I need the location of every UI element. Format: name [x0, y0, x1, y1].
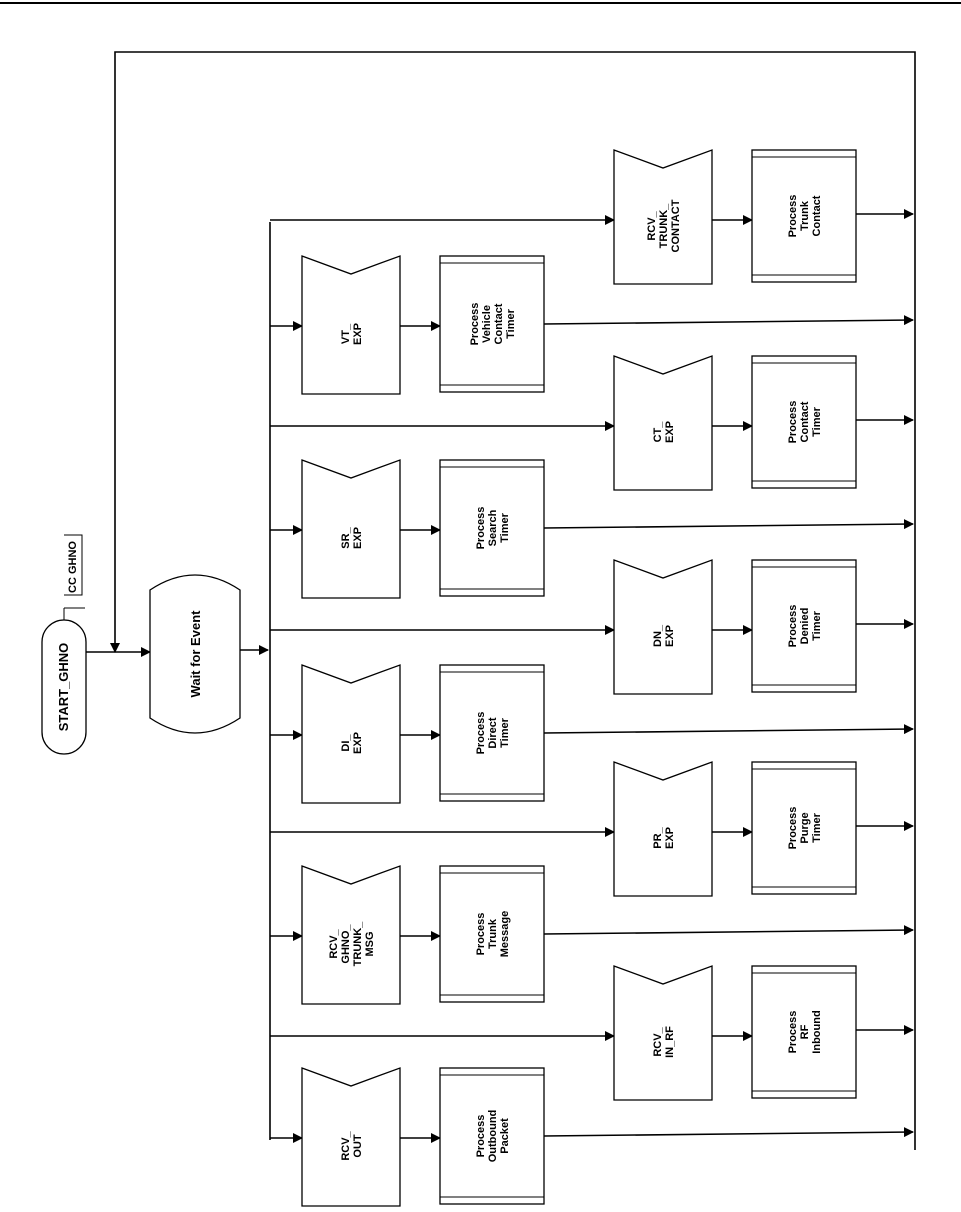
wait-label: Wait for Event [188, 610, 203, 698]
event-col2-3-label: PR_EXP [652, 826, 676, 849]
event-col1-1-label: SR_EXP [340, 526, 364, 549]
process-col2-0: ProcessTrunkContact [751, 149, 857, 283]
annotation-note: CC GHNO [63, 534, 85, 620]
process-col1-3-label: ProcessTrunkMessage [475, 911, 511, 957]
event-col2-1-label: CT_EXP [652, 421, 676, 443]
process-col1-3: ProcessTrunkMessage [439, 865, 545, 1003]
process-col1-0-label: ProcessVehicleContactTimer [469, 303, 517, 346]
event-col1-2: DI_EXP [301, 664, 401, 804]
process-col1-2-label: ProcessDirectTimer [475, 712, 511, 755]
process-col2-2-label: ProcessDeniedTimer [787, 605, 823, 648]
process-col2-0-label: ProcessTrunkContact [787, 195, 823, 238]
event-col1-4: RCV_OUT [301, 1067, 401, 1207]
process-col1-0: ProcessVehicleContactTimer [439, 255, 545, 393]
event-col2-4-label: RCV_IN_RF [652, 1026, 676, 1058]
process-col1-4: ProcessOutboundPacket [439, 1067, 545, 1205]
process-col1-1: ProcessSearchTimer [439, 459, 545, 597]
process-col2-4: ProcessRFInbound [751, 965, 857, 1099]
process-col2-1-label: ProcessContactTimer [787, 401, 823, 444]
event-col1-3-label: RCV_GHNO_TRUNK_MSG [328, 921, 376, 966]
event-col1-4-label: RCV_OUT [340, 1130, 364, 1160]
event-col1-1: SR_EXP [301, 459, 401, 599]
event-col2-0-label: RCV_TRUNK_CONTACT [646, 199, 682, 252]
start-label: START_GHNO [56, 643, 71, 732]
event-col1-0-label: VT_EXP [340, 323, 364, 345]
start-terminator: START_GHNO [41, 619, 87, 755]
process-col2-1: ProcessContactTimer [751, 355, 857, 489]
annotation-label: CC GHNO [67, 541, 79, 593]
event-col2-1: CT_EXP [613, 355, 713, 491]
event-col2-0: RCV_TRUNK_CONTACT [613, 149, 713, 285]
process-col2-3: ProcessPurgeTimer [751, 761, 857, 895]
loop-back-line [110, 51, 916, 1150]
event-col2-4: RCV_IN_RF [613, 965, 713, 1101]
event-col1-0: VT_EXP [301, 255, 401, 395]
wait-for-event-box: Wait for Event [149, 574, 241, 734]
process-col1-4-label: ProcessOutboundPacket [475, 1110, 511, 1163]
process-col2-2: ProcessDeniedTimer [751, 559, 857, 693]
process-col1-1-label: ProcessSearchTimer [475, 507, 511, 550]
event-col2-2-label: DN_EXP [652, 624, 676, 647]
event-col2-3: PR_EXP [613, 761, 713, 897]
event-col1-2-label: DI_EXP [340, 732, 364, 754]
process-col2-3-label: ProcessPurgeTimer [787, 807, 823, 850]
process-col2-4-label: ProcessRFInbound [787, 1010, 823, 1053]
event-col1-3: RCV_GHNO_TRUNK_MSG [301, 865, 401, 1005]
process-col1-2: ProcessDirectTimer [439, 664, 545, 802]
event-col2-2: DN_EXP [613, 559, 713, 695]
